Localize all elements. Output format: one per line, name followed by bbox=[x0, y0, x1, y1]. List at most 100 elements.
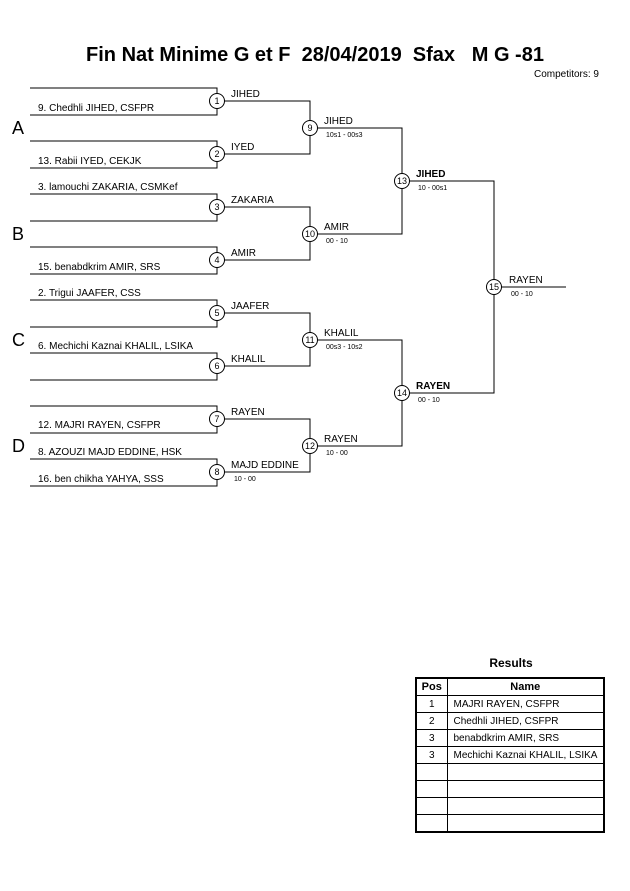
match-winner: ZAKARIA bbox=[231, 195, 274, 206]
match-number: 8 bbox=[214, 467, 219, 477]
table-row: 2 Chedhli JIHED, CSFPR bbox=[415, 712, 605, 730]
table-row: 3 Mechichi Kaznai KHALIL, LSIKA bbox=[415, 746, 605, 764]
competitors-count: Competitors: 9 bbox=[533, 69, 599, 80]
entry-name: 3. lamouchi ZAKARIA, CSMKef bbox=[38, 182, 178, 193]
result-pos: 3 bbox=[415, 746, 448, 764]
entry-name: 15. benabdkrim AMIR, SRS bbox=[38, 262, 161, 273]
entry-name: 13. Rabii IYED, CEKJK bbox=[38, 156, 142, 167]
match-score: 10 - 00 bbox=[234, 476, 256, 483]
result-name: MAJRI RAYEN, CSFPR bbox=[446, 695, 605, 713]
result-pos bbox=[415, 763, 448, 781]
match-number: 7 bbox=[214, 414, 219, 424]
table-row bbox=[415, 763, 605, 781]
result-name bbox=[446, 797, 605, 815]
match-circle bbox=[302, 120, 318, 136]
match-circle bbox=[209, 146, 225, 162]
result-pos bbox=[415, 780, 448, 798]
match-winner: JIHED bbox=[231, 89, 260, 100]
match-number: 12 bbox=[305, 441, 315, 451]
match-number: 1 bbox=[214, 96, 219, 106]
match-circle bbox=[209, 93, 225, 109]
match-winner: AMIR bbox=[324, 222, 349, 233]
match-number: 9 bbox=[307, 123, 312, 133]
entry-name: 12. MAJRI RAYEN, CSFPR bbox=[38, 420, 161, 431]
match-number: 6 bbox=[214, 361, 219, 371]
match-circle bbox=[394, 385, 410, 401]
table-row: 3 benabdkrim AMIR, SRS bbox=[415, 729, 605, 747]
entry-name: 16. ben chikha YAHYA, SSS bbox=[38, 474, 164, 485]
result-name: Mechichi Kaznai KHALIL, LSIKA bbox=[446, 746, 605, 764]
match-number: 11 bbox=[305, 335, 314, 345]
bracket-line-m3 bbox=[30, 193, 218, 222]
result-name bbox=[446, 780, 605, 798]
match-circle bbox=[209, 358, 225, 374]
pool-label-b: B bbox=[12, 224, 24, 244]
result-pos: 2 bbox=[415, 712, 448, 730]
match-circle bbox=[486, 279, 502, 295]
match-circle bbox=[209, 464, 225, 480]
result-name: benabdkrim AMIR, SRS bbox=[446, 729, 605, 747]
results-table: Pos Name 1 MAJRI RAYEN, CSFPR 2 Chedhli … bbox=[415, 677, 605, 833]
match-winner: MAJD EDDINE bbox=[231, 460, 299, 471]
table-row: 1 MAJRI RAYEN, CSFPR bbox=[415, 695, 605, 713]
entry-name: 9. Chedhli JIHED, CSFPR bbox=[38, 103, 154, 114]
entry-name: 8. AZOUZI MAJD EDDINE, HSK bbox=[38, 447, 182, 458]
result-name bbox=[446, 763, 605, 781]
pool-label-c: C bbox=[12, 330, 25, 350]
match-score: 00 - 10 bbox=[511, 291, 533, 298]
bracket-line-m13 bbox=[310, 127, 403, 235]
entry-name: 2. Trigui JAAFER, CSS bbox=[38, 288, 141, 299]
table-row bbox=[415, 814, 605, 833]
result-name: Chedhli JIHED, CSFPR bbox=[446, 712, 605, 730]
entry-name: 6. Mechichi Kaznai KHALIL, LSIKA bbox=[38, 341, 193, 352]
match-winner: AMIR bbox=[231, 248, 256, 259]
match-winner: JIHED bbox=[324, 116, 353, 127]
table-row bbox=[415, 797, 605, 815]
match-score: 10 - 00 bbox=[326, 450, 348, 457]
match-number: 5 bbox=[214, 308, 219, 318]
match-circle bbox=[302, 438, 318, 454]
match-number: 2 bbox=[214, 149, 219, 159]
match-number: 14 bbox=[397, 388, 407, 398]
match-winner: JIHED bbox=[416, 169, 445, 180]
results-header-row: Pos Name bbox=[415, 677, 605, 696]
match-circle bbox=[394, 173, 410, 189]
match-score: 10 - 00s1 bbox=[418, 185, 447, 192]
result-pos: 1 bbox=[415, 695, 448, 713]
match-winner: RAYEN bbox=[231, 407, 265, 418]
match-winner: RAYEN bbox=[509, 275, 543, 286]
pool-label-a: A bbox=[12, 118, 24, 138]
bracket-line-m15 bbox=[402, 180, 495, 394]
result-pos: 3 bbox=[415, 729, 448, 747]
match-winner: KHALIL bbox=[324, 328, 359, 339]
match-winner: RAYEN bbox=[324, 434, 358, 445]
match-winner: RAYEN bbox=[416, 381, 450, 392]
table-row bbox=[415, 780, 605, 798]
match-score: 00s3 - 10s2 bbox=[326, 344, 363, 351]
match-number: 4 bbox=[214, 255, 219, 265]
results-header-pos: Pos bbox=[415, 677, 448, 696]
match-score: 10s1 - 00s3 bbox=[326, 132, 363, 139]
match-number: 13 bbox=[397, 176, 407, 186]
bracket-line-m14 bbox=[310, 339, 403, 447]
match-winner: JAAFER bbox=[231, 301, 269, 312]
match-circle bbox=[209, 252, 225, 268]
result-name bbox=[446, 814, 605, 833]
match-number: 10 bbox=[305, 229, 315, 239]
pool-label-d: D bbox=[12, 436, 25, 456]
result-pos bbox=[415, 814, 448, 833]
match-score: 00 - 10 bbox=[418, 397, 440, 404]
results-title: Results bbox=[489, 656, 533, 670]
match-number: 3 bbox=[214, 202, 219, 212]
match-circle bbox=[209, 411, 225, 427]
bracket-line-m6 bbox=[30, 352, 218, 381]
match-circle bbox=[209, 199, 225, 215]
results-header-name: Name bbox=[446, 677, 605, 696]
match-circle bbox=[302, 332, 318, 348]
bracket-line-m5 bbox=[30, 299, 218, 328]
match-winner: IYED bbox=[231, 142, 254, 153]
match-circle bbox=[209, 305, 225, 321]
page-title: Fin Nat Minime G et F 28/04/2019 Sfax M … bbox=[86, 44, 544, 66]
result-pos bbox=[415, 797, 448, 815]
